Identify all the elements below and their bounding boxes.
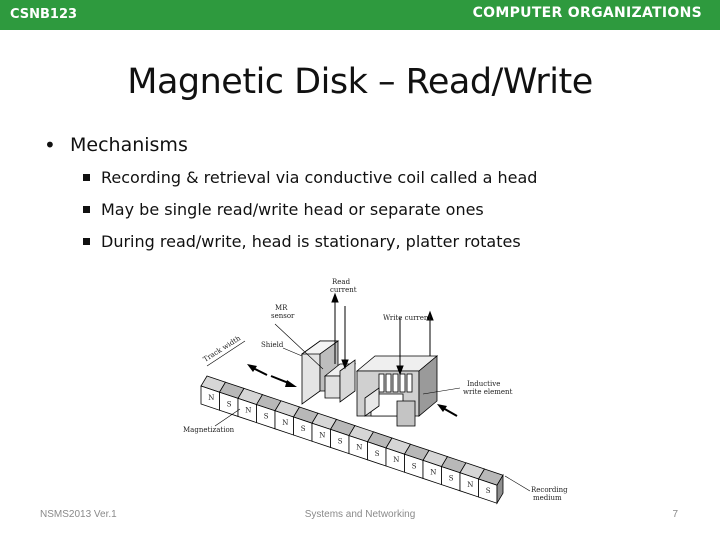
magnetization-arrow (252, 367, 268, 376)
magnetization-arrowhead (285, 380, 297, 387)
mr-sensor-leader (274, 323, 324, 370)
footer-course: Systems and Networking (304, 509, 416, 520)
label-recording: Recording (531, 486, 568, 494)
shield-leader (282, 347, 303, 357)
track-end-face (496, 473, 504, 505)
course-code: CSNB123 (10, 7, 78, 22)
disk-head-diagram: N S N S N S N S N S N S N S N S (175, 276, 575, 511)
track-width-leader (206, 340, 246, 367)
pole-letter: N (467, 481, 473, 489)
label-magnetization: Magnetization (183, 426, 235, 434)
label-mr-sensor: MR (275, 304, 288, 312)
label-write-current: Write current (383, 314, 431, 322)
disk-head-diagram-svg: N S N S N S N S N S N S N S N S (183, 278, 568, 505)
write-pole-left (364, 387, 380, 417)
write-pole-right (396, 400, 416, 427)
pole-letter: N (393, 456, 399, 464)
shield-left-top (300, 340, 340, 355)
sub-bullet: May be single read/write head or separat… (81, 200, 537, 219)
write-yoke-side (418, 355, 438, 417)
write-current-arrow-down (396, 365, 404, 376)
sub-bullet: Recording & retrieval via conductive coi… (81, 168, 537, 187)
bullet-list: Mechanisms Recording & retrieval via con… (44, 133, 537, 264)
magnetization-leader (214, 408, 241, 427)
footer-version: NSMS2013 Ver.1 (40, 509, 117, 520)
magnetization-arrowhead (247, 364, 257, 372)
label-mr-sensor-2: sensor (271, 312, 295, 320)
bullet-mechanisms: Mechanisms (44, 133, 537, 157)
write-element-leader (422, 387, 461, 395)
label-shield: Shield (261, 341, 284, 349)
pole-letter: N (245, 407, 251, 415)
pole-letter: S (227, 400, 232, 408)
sub-bullet-list: Recording & retrieval via conductive coi… (44, 168, 537, 251)
pole-letter: N (282, 419, 288, 427)
pole-letter: S (338, 438, 343, 446)
label-write-element: write element (463, 388, 513, 396)
course-title: COMPUTER ORGANIZATIONS (472, 5, 702, 21)
pole-letter: S (264, 413, 269, 421)
pole-letter: N (356, 444, 362, 452)
shield-right-side (339, 359, 356, 403)
sub-bullet: During read/write, head is stationary, p… (81, 232, 537, 251)
slide-title: Magnetic Disk – Read/Write (127, 62, 593, 102)
write-current-arrow-up (426, 310, 434, 321)
label-read-current-2: current (330, 286, 357, 294)
pole-letter: N (430, 469, 436, 477)
recording-medium-leader (504, 475, 531, 492)
label-medium: medium (533, 494, 562, 502)
magnetization-arrowhead (437, 404, 447, 412)
pole-letter: N (208, 394, 214, 402)
page-number: 7 (672, 509, 678, 520)
read-current-arrow-down (341, 359, 349, 370)
write-coil (378, 373, 413, 393)
label-track-width: Track width (202, 334, 243, 364)
mr-sensor-front (324, 375, 341, 399)
pole-letter: S (486, 487, 491, 495)
pole-letter: S (449, 475, 454, 483)
label-read-current: Read (332, 278, 351, 286)
pole-letter: S (301, 425, 306, 433)
header-bar: CSNB123 COMPUTER ORGANIZATIONS (0, 0, 720, 30)
pole-letter: S (412, 462, 417, 470)
pole-letter: S (375, 450, 380, 458)
read-current-arrow-up (331, 292, 339, 303)
magnetization-arrow (442, 407, 458, 417)
pole-letter: N (319, 431, 325, 439)
label-inductive: Inductive (467, 380, 500, 388)
